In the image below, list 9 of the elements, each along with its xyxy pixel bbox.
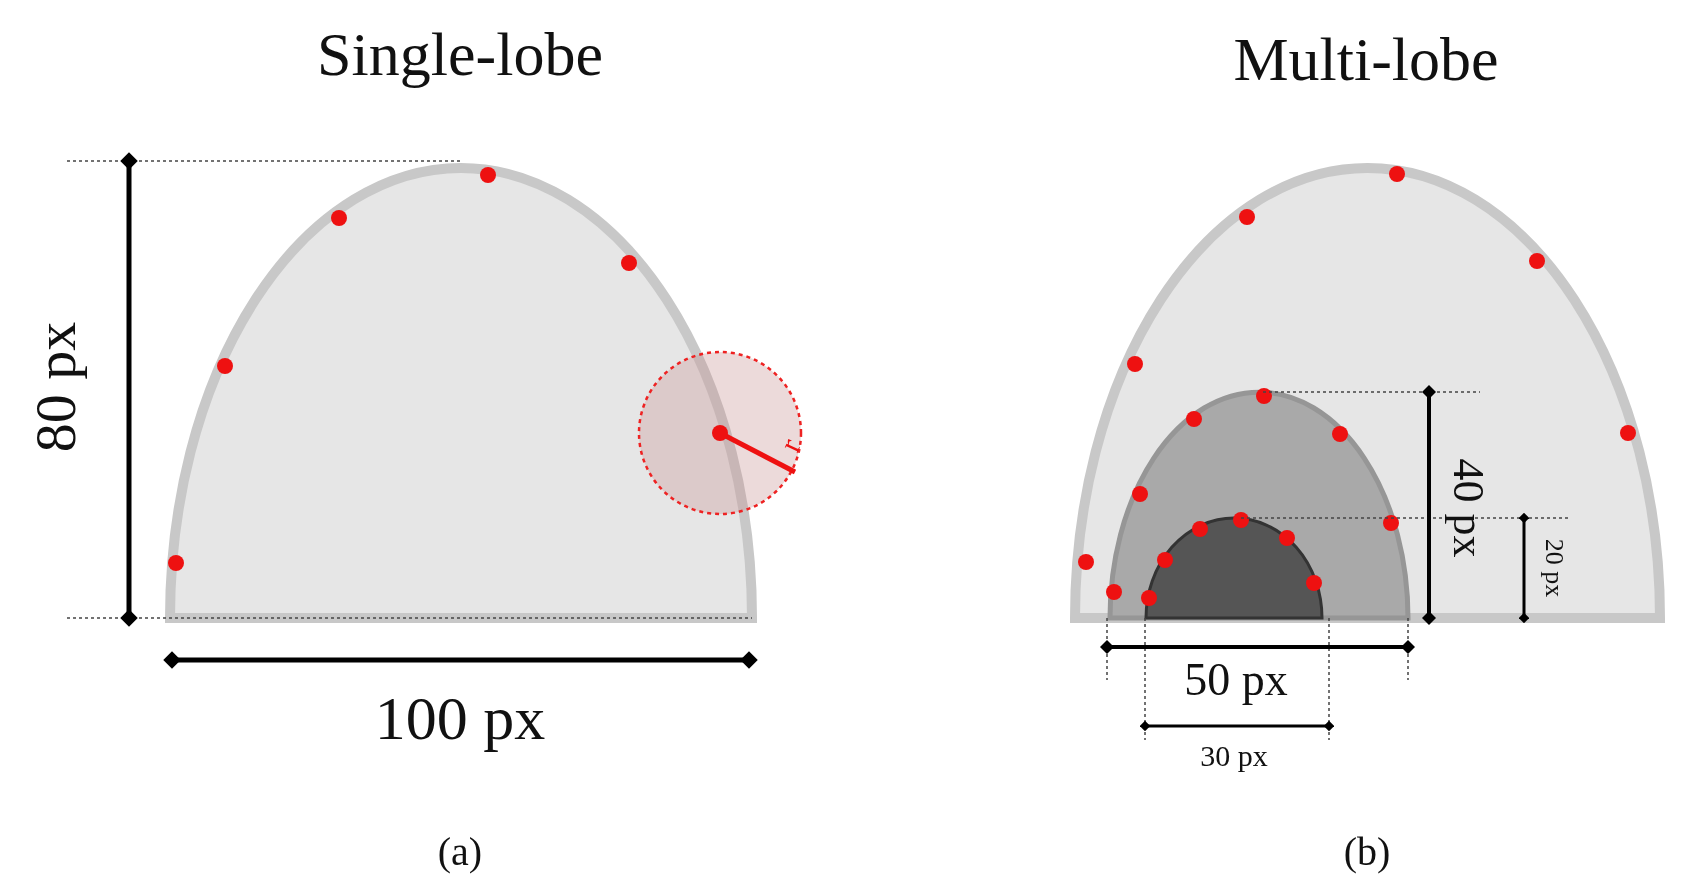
panel-caption: (b) — [1343, 832, 1391, 872]
panel-caption: (a) — [437, 832, 483, 872]
panel-title: Multi-lobe — [1233, 28, 1499, 90]
dimension-label: 30 px — [1200, 741, 1268, 771]
dimension-label: 80 px — [27, 321, 85, 453]
radius-label: r — [774, 434, 806, 456]
dimension-label: 40 px — [1446, 458, 1490, 558]
dimension-label: 50 px — [1184, 657, 1288, 703]
dimension-label: 20 px — [1541, 538, 1567, 598]
